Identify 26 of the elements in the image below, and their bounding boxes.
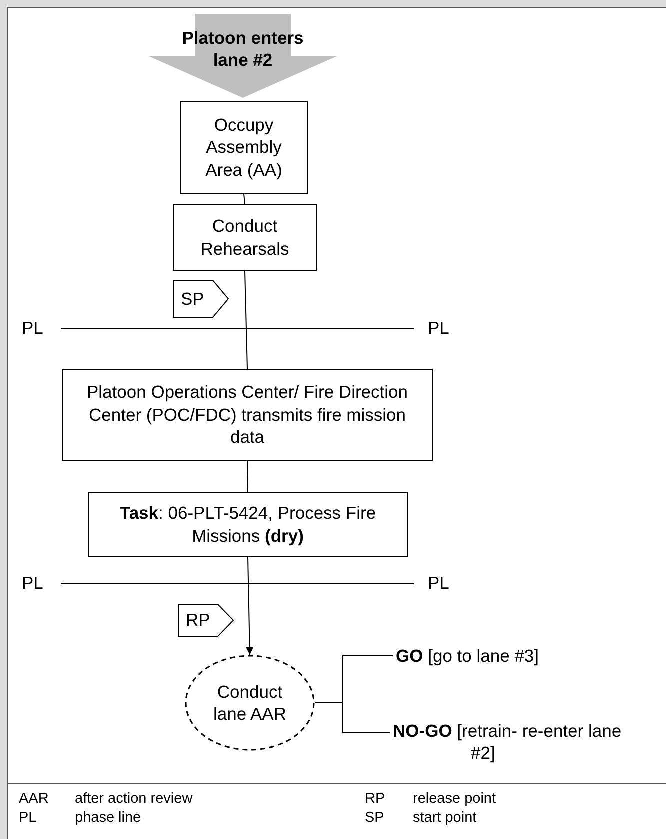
review-ellipse: Conduct lane AAR — [185, 655, 315, 751]
definition: after action review — [75, 791, 193, 807]
process-box: Platoon Operations Center/ Fire Direction Center (POC/FDC) transmits fire mission data — [62, 369, 433, 461]
abbreviation: SP — [365, 810, 384, 826]
abbreviation: AAR — [19, 791, 49, 807]
definition: start point — [413, 810, 477, 826]
phase-line-label: PL — [428, 573, 450, 594]
phase-line-label: PL — [22, 318, 44, 339]
connector-line — [244, 270, 248, 370]
process-box: Occupy Assembly Area (AA) — [180, 101, 308, 194]
connector-line — [247, 460, 248, 492]
task-box: Task: 06-PLT-5424, Process Fire Missions (dry) — [88, 492, 408, 557]
arrow — [246, 556, 254, 656]
connector-line — [314, 702, 390, 734]
entry-arrow: Platoon enters lane #2 — [148, 14, 338, 98]
definition: phase line — [75, 810, 142, 826]
connector-line — [244, 194, 246, 204]
definition: release point — [413, 791, 496, 807]
abbreviation: RP — [365, 791, 386, 807]
abbreviation: PL — [19, 810, 37, 826]
phase-line-label: PL — [428, 318, 450, 339]
phase-line-label: PL — [22, 573, 44, 594]
outcome-text: NO-GO [retrain- re-enter lane #2] — [393, 720, 643, 770]
outcome-text: GO [go to lane #3] — [396, 643, 596, 669]
process-box: Conduct Rehearsals — [173, 204, 317, 271]
point-marker: SP — [173, 280, 229, 318]
